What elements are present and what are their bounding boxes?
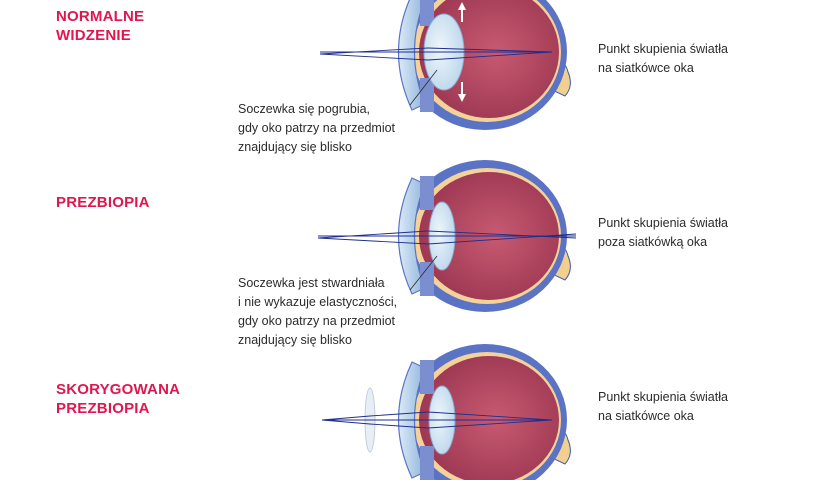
iris-bottom <box>420 78 434 112</box>
eye-corrected-presbyopia <box>321 344 571 480</box>
light-rays <box>319 47 553 61</box>
eye-normal-vision <box>319 0 571 130</box>
iris-top <box>420 360 434 394</box>
iris-top <box>420 0 434 26</box>
lens-caption-presbyopia: Soczewka jest stwardniała i nie wykazuje… <box>238 276 398 347</box>
pointer-line <box>409 255 438 291</box>
arrow-down-head-icon <box>458 94 466 102</box>
section-title-presbyopia: PREZBIOPIA <box>56 194 150 211</box>
section-title-normal-vision: NORMALNE WIDZENIE <box>56 8 145 44</box>
section-title-corrected-presbyopia: SKORYGOWANA PREZBIOPIA <box>56 381 181 417</box>
lens-caption-normal: Soczewka się pogrubia, gdy oko patrzy na… <box>238 102 396 154</box>
iris-bottom <box>420 446 434 480</box>
eye-vitreous <box>419 356 559 480</box>
iris-bottom <box>420 262 434 296</box>
pointer-line <box>409 69 438 106</box>
focus-caption-corrected: Punkt skupienia światła na siatkówce oka <box>598 390 728 423</box>
focus-caption-normal: Punkt skupienia światła na siatkówce oka <box>598 42 728 75</box>
eye-presbyopia <box>317 160 577 312</box>
light-rays <box>321 411 553 429</box>
iris-top <box>420 176 434 210</box>
cornea <box>397 0 426 111</box>
light-rays <box>317 230 577 245</box>
arrow-up-head-icon <box>458 2 466 10</box>
focus-caption-presbyopia: Punkt skupienia światła poza siatkówką o… <box>598 216 728 249</box>
